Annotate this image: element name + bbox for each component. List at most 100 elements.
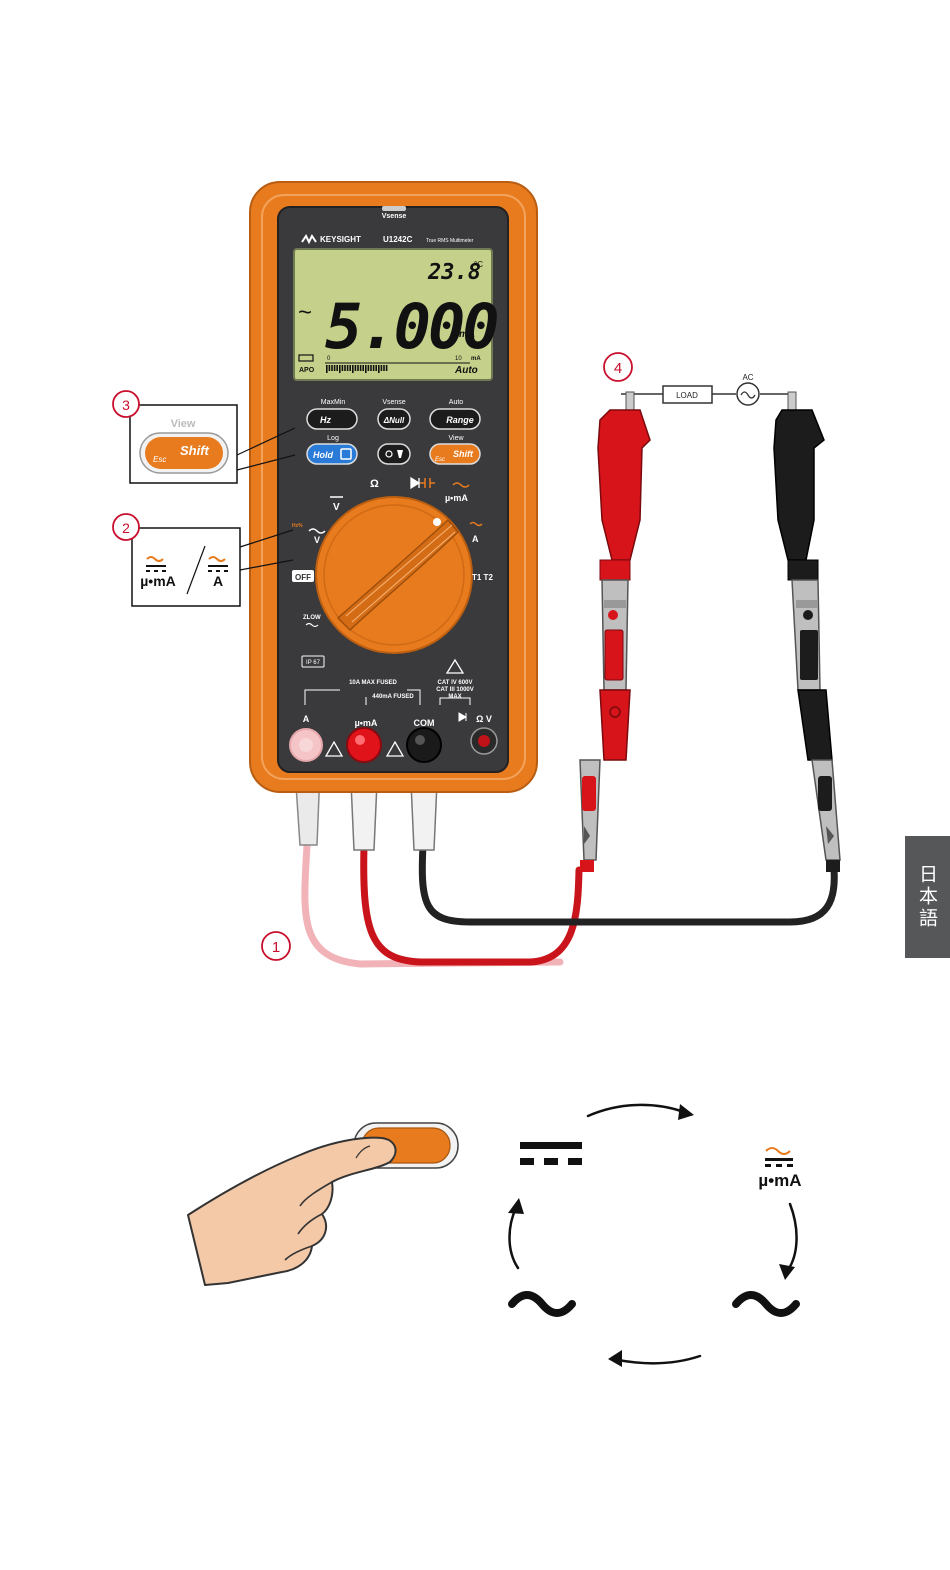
terminal-a[interactable]	[290, 729, 322, 761]
ac-dc-ma-icon	[765, 1148, 793, 1167]
bargraph-segment	[360, 365, 362, 371]
black-probe	[774, 392, 840, 872]
model-text: U1242C	[383, 235, 413, 244]
ac-symbol-left-icon	[512, 1295, 572, 1313]
cat3: CAT III 1000V	[436, 687, 474, 693]
label-maxmin: MaxMin	[321, 399, 346, 406]
callout-2-number: 2	[122, 520, 130, 536]
bargraph-segment	[373, 365, 375, 371]
lcd-bar-max: 10	[455, 356, 462, 362]
bargraph-segment	[331, 365, 333, 371]
bargraph-segment	[362, 365, 364, 371]
svg-text:Hz: Hz	[320, 415, 331, 425]
bargraph-segment	[339, 365, 341, 373]
lcd-auto: Auto	[454, 365, 478, 376]
lead-black	[422, 845, 834, 922]
bargraph-segment	[386, 365, 388, 371]
dial-temp: T1 T2	[472, 573, 493, 582]
null-button[interactable]: ΔNull	[378, 409, 410, 429]
callout-1: 1	[262, 932, 290, 960]
callout-4: 4	[604, 353, 632, 381]
lcd-temp-unit: °C	[474, 260, 483, 269]
dial-off: OFF	[295, 573, 311, 582]
label-auto: Auto	[449, 399, 464, 406]
bargraph-segment	[342, 365, 344, 371]
lcd-main-unit: mA	[459, 329, 475, 340]
fused-10a: 10A MAX FUSED	[349, 680, 397, 686]
bargraph-segment	[355, 365, 357, 371]
hold-button[interactable]: Hold	[307, 444, 357, 464]
svg-text:Hold: Hold	[313, 450, 333, 460]
lcd-apo: APO	[299, 367, 315, 374]
bargraph-segment	[334, 365, 336, 371]
bargraph-segment	[370, 365, 372, 371]
lcd-temp-value: 23.8	[427, 260, 481, 285]
bargraph-segment	[357, 365, 359, 371]
ip-rating: IP 67	[306, 660, 321, 666]
bargraph-segment	[365, 365, 367, 373]
bargraph-segment	[349, 365, 351, 371]
bargraph-segment	[383, 365, 385, 371]
bargraph-segment	[375, 365, 377, 371]
lcd-display: 23.8 °C ~ 5.000 mA APO 0 10 mA Auto	[294, 249, 497, 380]
bargraph-segment	[347, 365, 349, 371]
callout-1-number: 1	[272, 939, 280, 956]
terminal-a-label: A	[303, 714, 310, 724]
dial-zlow: ZLOW	[303, 615, 321, 621]
vsense-top-label: Vsense	[382, 213, 407, 220]
label-log: Log	[327, 435, 339, 442]
bargraph-segment	[326, 365, 328, 373]
brand-text: KEYSIGHT	[320, 235, 361, 244]
terminal-ua-ma-label: µ•mA	[355, 718, 378, 728]
terminal-ua-ma[interactable]	[347, 728, 381, 762]
lcd-ac-symbol: ~	[298, 299, 312, 326]
callout-2-amp: A	[213, 573, 223, 589]
test-leads	[305, 845, 834, 964]
lcd-bar-unit: mA	[471, 356, 481, 362]
cat4: CAT IV 600V	[438, 680, 473, 686]
lcd-main-value: 5.000	[325, 290, 497, 363]
terminal-com[interactable]	[407, 728, 441, 762]
rotary-dial[interactable]	[316, 497, 472, 653]
dc-symbol-icon	[520, 1142, 582, 1165]
bargraph-segment	[329, 365, 331, 371]
shift-button[interactable]: Esc Shift	[430, 444, 480, 464]
bargraph-segment	[336, 365, 338, 371]
terminal-v-ohm[interactable]	[471, 728, 497, 754]
svg-text:Esc: Esc	[435, 457, 445, 463]
language-tab[interactable]: 日本語	[905, 836, 950, 958]
terminal-v-ohm-label: Ω V	[476, 714, 492, 724]
range-button[interactable]: Range	[430, 409, 480, 429]
dial-dc-v: V	[333, 502, 340, 513]
bargraph-segment	[368, 365, 370, 371]
lead-red	[364, 845, 579, 962]
callout-2-ua-ma: µ•mA	[140, 573, 176, 589]
dial-pointer-dot	[433, 518, 441, 526]
ac-label: AC	[742, 373, 753, 382]
svg-text:Shift: Shift	[453, 449, 474, 459]
dial-hz-pct: Hz%	[292, 523, 303, 529]
load-label: LOAD	[676, 391, 698, 400]
callout-3-esc: Esc	[153, 455, 166, 464]
bargraph-segment	[378, 365, 380, 373]
hz-button[interactable]: Hz	[307, 409, 357, 429]
svg-text:Range: Range	[446, 415, 474, 425]
callout-3-shift: Shift	[180, 443, 210, 458]
label-vsense: Vsense	[382, 399, 405, 406]
callout-4-number: 4	[614, 360, 622, 377]
max-label: MAX	[448, 694, 461, 700]
fused-440ma: 440mA FUSED	[372, 694, 414, 700]
language-tab-label: 日本語	[914, 864, 941, 930]
bargraph-segment	[352, 365, 354, 373]
callout-3-view: View	[171, 418, 196, 430]
backlight-button[interactable]	[378, 444, 410, 464]
svg-text:ΔNull: ΔNull	[383, 416, 405, 425]
terminal-com-label: COM	[414, 718, 435, 728]
circuit: LOAD AC	[621, 373, 792, 405]
mode-cycle: µ•mA	[508, 1104, 802, 1367]
lead-pink	[305, 845, 560, 964]
dial-ohm: Ω	[370, 478, 379, 490]
label-view: View	[448, 435, 464, 442]
dial-ac-v: V	[314, 535, 320, 545]
